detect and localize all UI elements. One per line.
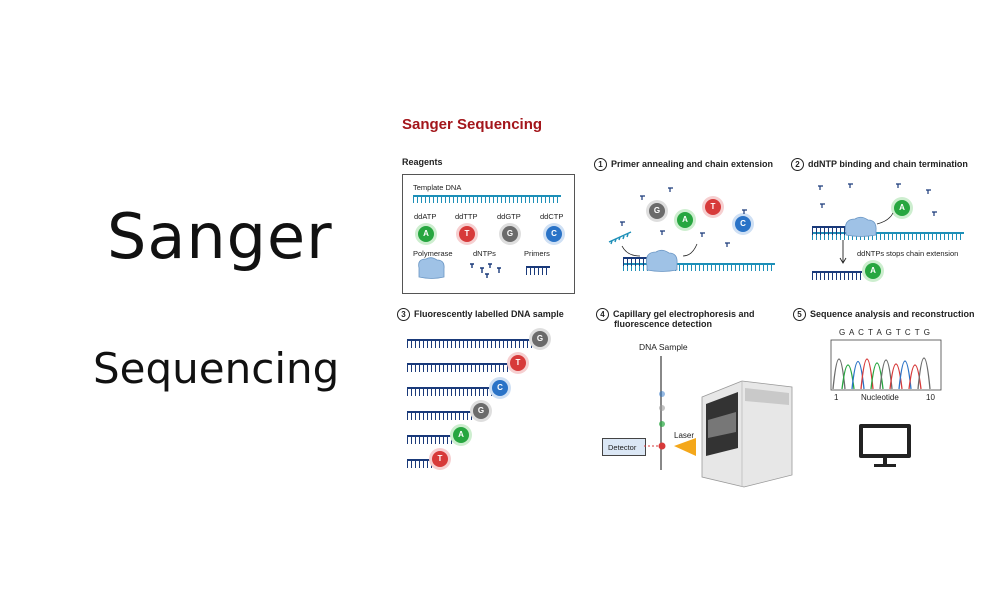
- ddntp-label-t: ddTTP: [455, 212, 478, 221]
- laser-label: Laser: [674, 431, 695, 440]
- ddttp-icon: T: [459, 226, 475, 242]
- step4-title-text: Capillary gel electrophoresis and: [613, 308, 755, 319]
- polymerase-label: Polymerase: [413, 249, 453, 258]
- reagents-heading: Reagents: [402, 157, 443, 167]
- chromatogram-peaks: [832, 357, 931, 390]
- step1-primer-strand: [623, 257, 651, 266]
- polymerase-icon: [418, 257, 445, 279]
- step2-title-text: ddNTP binding and chain termination: [808, 158, 968, 169]
- sequencer-instrument: [701, 380, 793, 488]
- step2-title: 2 ddNTP binding and chain termination: [791, 158, 968, 171]
- ddctp-icon: C: [546, 226, 562, 242]
- detector-box: [602, 438, 646, 456]
- step1-nucleotide-c: C: [735, 216, 751, 232]
- fragment-strand-5: [407, 435, 454, 444]
- step3-title-text: Fluorescently labelled DNA sample: [414, 308, 564, 319]
- fragment-6-base: T: [432, 451, 448, 467]
- step1-polymerase: [646, 249, 678, 272]
- page-title: Sanger: [107, 200, 333, 273]
- step1-title: 1 Primer annealing and chain extension: [594, 158, 773, 171]
- primer-strand-icon: [526, 266, 550, 275]
- step1-nucleotide-t: T: [705, 199, 721, 215]
- dntps-icon: [470, 263, 501, 278]
- sequence-readout: G A C T A G T C T G: [839, 328, 931, 337]
- band-blue: [659, 391, 665, 397]
- fragment-strand-1: [407, 339, 533, 348]
- step1-small-primer: [608, 231, 632, 245]
- fragment-5-base: A: [453, 427, 469, 443]
- step4-title: 4 Capillary gel electrophoresis and: [596, 308, 755, 321]
- band-grey: [659, 405, 665, 411]
- fragment-2-base: T: [510, 355, 526, 371]
- step2-nucleotide-a: A: [894, 200, 910, 216]
- step2-growing-strand: [812, 226, 852, 235]
- step2-terminal-a: A: [865, 263, 881, 279]
- step2-polymerase: [845, 216, 877, 237]
- reagents-box: [402, 174, 575, 294]
- step5-title-text: Sequence analysis and reconstruction: [810, 308, 975, 319]
- monitor-icon: [859, 424, 911, 467]
- fragment-strand-2: [407, 363, 511, 372]
- axis-end-label: 10: [926, 393, 935, 402]
- chromatogram-frame: [830, 339, 942, 391]
- step2-terminated-strand: [812, 271, 862, 280]
- fragment-strand-4: [407, 411, 474, 420]
- template-dna-strand: [413, 195, 561, 203]
- step1-number: 1: [594, 158, 607, 171]
- step2-note: ddNTPs stops chain extension: [857, 249, 959, 258]
- band-green: [659, 421, 665, 427]
- step3-number: 3: [397, 308, 410, 321]
- step1-nucleotide-a: A: [677, 212, 693, 228]
- template-dna-label: Template DNA: [413, 183, 462, 192]
- laser-beam: [674, 438, 696, 456]
- fragment-strand-3: [407, 387, 493, 396]
- step5-title: 5 Sequence analysis and reconstruction: [793, 308, 975, 321]
- step2-template-strand: [812, 232, 964, 240]
- ddntp-label-a: ddATP: [414, 212, 437, 221]
- step2-arrow-binding: [876, 212, 894, 225]
- step1-template-strand: [623, 263, 775, 271]
- page-subtitle: Sequencing: [93, 344, 340, 393]
- detector-label: Detector: [608, 443, 637, 452]
- axis-start-label: 1: [834, 393, 839, 402]
- ddntp-label-g: ddGTP: [497, 212, 521, 221]
- primers-label: Primers: [524, 249, 550, 258]
- step2-dntps: [818, 183, 937, 216]
- fragment-3-base: C: [492, 380, 508, 396]
- step5-number: 5: [793, 308, 806, 321]
- step3-title: 3 Fluorescently labelled DNA sample: [397, 308, 564, 321]
- axis-title-label: Nucleotide: [861, 393, 899, 402]
- diagram-title: Sanger Sequencing: [402, 116, 543, 133]
- step2-number: 2: [791, 158, 804, 171]
- fragment-4-base: G: [473, 403, 489, 419]
- dntps-label: dNTPs: [473, 249, 496, 258]
- step1-arrow-left: [621, 245, 641, 257]
- step1-nucleotide-g: G: [649, 203, 665, 219]
- fragment-1-base: G: [532, 331, 548, 347]
- step1-dntps: [620, 187, 747, 247]
- ddgtp-icon: G: [502, 226, 518, 242]
- step1-title-text: Primer annealing and chain extension: [611, 158, 774, 169]
- ddntp-label-c: ddCTP: [540, 212, 564, 221]
- dna-sample-label: DNA Sample: [639, 342, 688, 352]
- step1-arrow-right: [682, 243, 698, 257]
- step4-title-line2: fluorescence detection: [614, 319, 713, 329]
- step2-arrow-down: [839, 240, 847, 264]
- ddatp-icon: A: [418, 226, 434, 242]
- fragment-strand-6: [407, 459, 433, 468]
- band-red: [658, 442, 666, 450]
- step4-number: 4: [596, 308, 609, 321]
